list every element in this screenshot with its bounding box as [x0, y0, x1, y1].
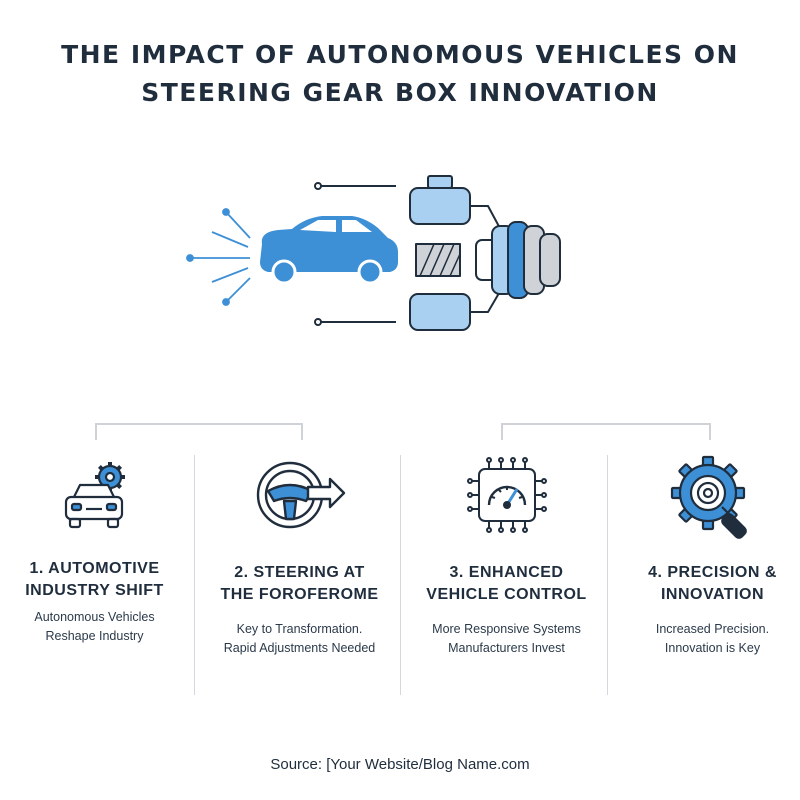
- title-line-1: THE IMPACT OF AUTONOMOUS VEHICLES ON: [61, 40, 739, 69]
- page-title: THE IMPACT OF AUTONOMOUS VEHICLES ON STE…: [0, 36, 800, 112]
- step-description: More Responsive Systems Manufacturers In…: [432, 622, 581, 655]
- group-brackets: [95, 423, 711, 440]
- source-credit: Source: [Your Website/Blog Name.com: [270, 756, 530, 773]
- step-automotive-industry-shift: 1. AUTOMOTIVE INDUSTRY SHIFT Autonomous …: [0, 450, 197, 690]
- title-line-2: STEERING GEAR BOX INNOVATION: [141, 78, 659, 107]
- step-description: Increased Precision. Innovation is Key: [655, 622, 770, 655]
- column-divider: [194, 455, 195, 695]
- car-gear-icon: [64, 462, 125, 529]
- gear-magnifier-icon: [670, 455, 747, 539]
- column-divider: [400, 455, 401, 695]
- step-description: Key to Transformation. Rapid Adjustments…: [223, 622, 376, 655]
- column-divider: [607, 455, 608, 695]
- steering-gear-box-icon: [314, 175, 561, 331]
- step-steering-at-forefront: 2. STEERING AT THE FOROFEROME Key to Tra…: [197, 450, 402, 690]
- chip-gauge-icon: [466, 457, 547, 533]
- step-enhanced-vehicle-control: 3. ENHANCED VEHICLE CONTROL More Respons…: [404, 450, 609, 690]
- sensor-rays-icon: [186, 208, 251, 306]
- step-precision-innovation: 4. PRECISION & INNOVATION Increased Prec…: [610, 450, 800, 690]
- car-icon: [260, 216, 398, 285]
- hero-illustration: [186, 175, 561, 331]
- steering-wheel-arrow-icon: [256, 461, 345, 529]
- step-title: 4. PRECISION & INNOVATION: [648, 564, 777, 603]
- step-title: 3. ENHANCED VEHICLE CONTROL: [426, 564, 587, 603]
- step-description: Autonomous Vehicles Reshape Industry: [34, 610, 155, 643]
- step-title: 1. AUTOMOTIVE INDUSTRY SHIFT: [25, 560, 164, 599]
- step-title: 2. STEERING AT THE FOROFEROME: [220, 564, 379, 603]
